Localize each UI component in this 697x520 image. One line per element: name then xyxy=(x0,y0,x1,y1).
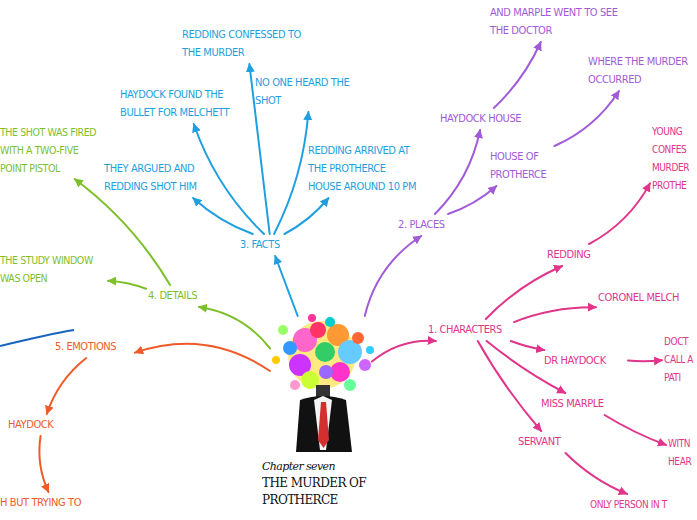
node-text: WITN HEAR xyxy=(668,435,697,471)
node-text: REDDING CONFESSED TO THE MURDER xyxy=(182,26,312,62)
branch-arrow xyxy=(75,179,170,285)
topic-node: 4. DETAILS xyxy=(148,287,212,305)
branch-arrow xyxy=(249,64,269,234)
node-text: DOCT CALL A PATI xyxy=(664,333,697,387)
branch-arrow xyxy=(365,236,421,316)
head-splatter xyxy=(272,314,374,391)
branch-arrow xyxy=(284,198,328,234)
node-text: THE SHOT WAS FIRED WITH A TWO-FIVE POINT… xyxy=(0,123,97,177)
topic-node: WHERE THE MURDER OCCURRED xyxy=(588,53,697,89)
topic-node: HAYDOCK FOUND THE BULLET FOR MELCHETT xyxy=(120,86,242,122)
topic-node: NO ONE HEARD THE SHOT xyxy=(255,74,373,110)
branch-arrow xyxy=(628,360,662,361)
node-text: H BUT TRYING TO xyxy=(0,494,100,512)
topic-node: H BUT TRYING TO xyxy=(0,494,100,512)
node-text: 2. PLACES xyxy=(398,216,460,234)
node-text: AND MARPLE WENT TO SEE THE DOCTOR xyxy=(490,4,620,40)
node-text: HAYDOCK xyxy=(8,416,70,434)
branch-arrow xyxy=(554,91,619,146)
node-text: HAYDOCK FOUND THE BULLET FOR MELCHETT xyxy=(120,86,242,122)
node-text: DR HAYDOCK xyxy=(544,352,626,370)
node-text: REDDING ARRIVED AT THE PROTHERCE HOUSE A… xyxy=(308,142,420,196)
topic-node: AND MARPLE WENT TO SEE THE DOCTOR xyxy=(490,4,620,40)
topic-node: DOCT CALL A PATI xyxy=(664,333,697,387)
chapter-title: THE MURDER OF PROTHERCE xyxy=(262,475,380,509)
branch-arrow xyxy=(108,281,146,289)
node-text: SERVANT xyxy=(518,433,580,451)
node-text: THE STUDY WINDOW WAS OPEN xyxy=(0,251,106,287)
branch-arrow xyxy=(435,130,480,214)
branch-arrow xyxy=(486,266,562,319)
topic-node: 2. PLACES xyxy=(398,216,460,234)
branch-arrow xyxy=(605,415,666,445)
chapter-label: Chapter seven xyxy=(262,458,380,475)
topic-node: WITN HEAR xyxy=(668,435,697,471)
branch-arrow xyxy=(193,198,253,234)
topic-node: SERVANT xyxy=(518,433,580,451)
topic-node: 1. CHARACTERS xyxy=(428,321,512,339)
topic-node: MISS MARPLE xyxy=(541,395,623,413)
branch-arrow xyxy=(274,112,308,234)
topic-node: 3. FACTS xyxy=(240,236,302,254)
suit-body xyxy=(296,385,352,452)
branch-arrow xyxy=(47,358,86,414)
branch-arrow xyxy=(194,124,264,234)
topic-node: HOUSE OF PROTHERCE xyxy=(490,148,572,184)
topic-node: CORONEL MELCH xyxy=(598,289,697,307)
node-text: ONLY PERSON IN T xyxy=(590,496,697,514)
node-text: WHERE THE MURDER OCCURRED xyxy=(588,53,697,89)
branch-arrow xyxy=(566,453,628,494)
branch-arrow xyxy=(478,341,541,431)
node-text: 3. FACTS xyxy=(240,236,302,254)
node-text: 4. DETAILS xyxy=(148,287,212,305)
branch-arrow xyxy=(275,256,298,316)
topic-node: THE SHOT WAS FIRED WITH A TWO-FIVE POINT… xyxy=(0,123,97,177)
node-text: YOUNG CONFES MURDER PROTHE xyxy=(652,123,697,195)
node-text: 1. CHARACTERS xyxy=(428,321,512,339)
topic-node: ONLY PERSON IN T xyxy=(590,496,697,514)
topic-node: THE STUDY WINDOW WAS OPEN xyxy=(0,251,106,287)
node-text: HOUSE OF PROTHERCE xyxy=(490,148,572,184)
node-text: REDDING xyxy=(547,246,609,264)
central-topic: Chapter sevenTHE MURDER OF PROTHERCE xyxy=(262,308,380,509)
topic-node: REDDING CONFESSED TO THE MURDER xyxy=(182,26,312,62)
branch-arrow xyxy=(589,183,650,244)
node-text: HAYDOCK HOUSE xyxy=(440,110,532,128)
branch-arrow xyxy=(372,341,436,362)
branch-arrow xyxy=(135,344,270,371)
node-text: THEY ARGUED AND REDDING SHOT HIM xyxy=(104,160,216,196)
branch-arrow xyxy=(511,341,544,350)
topic-node: 5. EMOTIONS xyxy=(55,338,133,356)
topic-node: HAYDOCK xyxy=(8,416,70,434)
topic-node: REDDING xyxy=(547,246,609,264)
branch-arrow xyxy=(448,186,496,214)
node-text: 5. EMOTIONS xyxy=(55,338,133,356)
topic-node: THEY ARGUED AND REDDING SHOT HIM xyxy=(104,160,216,196)
topic-node: YOUNG CONFES MURDER PROTHE xyxy=(652,123,697,195)
branch-arrow xyxy=(494,42,541,108)
topic-node: REDDING ARRIVED AT THE PROTHERCE HOUSE A… xyxy=(308,142,420,196)
node-text: CORONEL MELCH xyxy=(598,289,697,307)
branch-arrow xyxy=(199,307,270,348)
branch-arrow xyxy=(39,436,48,492)
node-text: MISS MARPLE xyxy=(541,395,623,413)
branch-arrow xyxy=(514,307,596,322)
topic-node: DR HAYDOCK xyxy=(544,352,626,370)
topic-node: HAYDOCK HOUSE xyxy=(440,110,532,128)
node-text: NO ONE HEARD THE SHOT xyxy=(255,74,373,110)
